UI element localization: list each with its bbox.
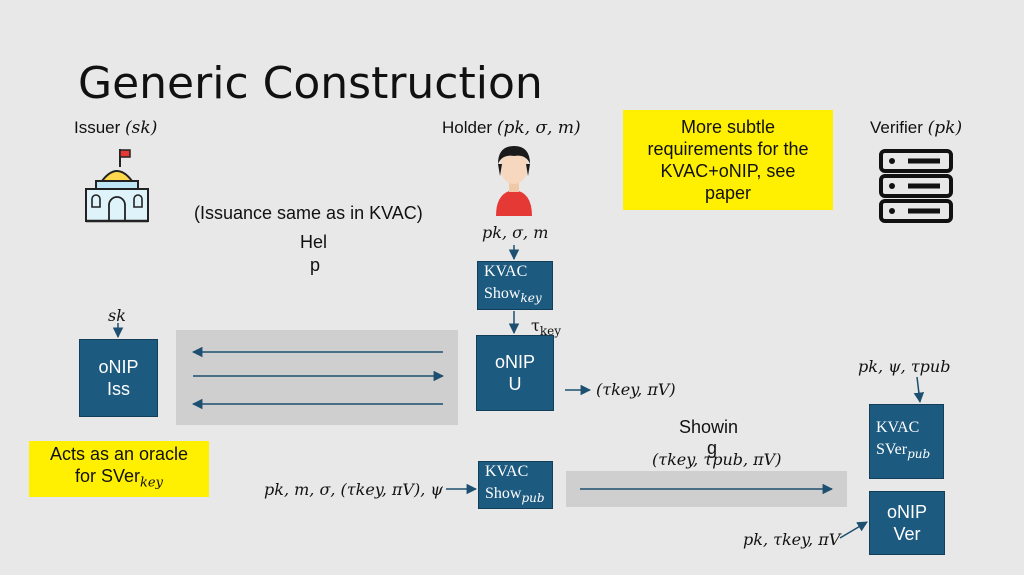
note-line: requirements for the: [647, 139, 809, 159]
note-line: KVAC+oNIP, see: [660, 161, 796, 181]
verifier-label: Verifier (pk): [870, 118, 962, 138]
issuer-arg: (sk): [125, 118, 158, 138]
note-line: More subtle: [680, 117, 776, 137]
kvac-sver-pub-box: KVAC SVerpub: [869, 404, 944, 479]
issuance-channel-band: [176, 330, 458, 425]
show-pub-input-label: pk, m, σ, (τkey, πV), ψ: [264, 480, 443, 499]
holder-label: Holder (pk, σ, m): [442, 118, 581, 138]
showing-text: Showin g: [679, 417, 739, 458]
onip-iss-box: oNIP Iss: [79, 339, 158, 417]
server-rack-icon: [879, 149, 953, 223]
verifier-arg: (pk): [927, 118, 963, 138]
note-line: paper: [704, 183, 752, 203]
oracle-line-2: for SVerkey: [75, 466, 163, 491]
arrow-verifier-input: [913, 376, 925, 404]
tau-key-label: τkey: [531, 316, 562, 339]
holder-name: Holder: [442, 118, 493, 137]
issuer-name: Issuer: [74, 118, 121, 137]
issuance-note: (Issuance same as in KVAC): [194, 203, 423, 223]
oracle-note: Acts as an oracle for SVerkey: [29, 441, 209, 497]
slide-title: Generic Construction: [78, 58, 543, 109]
government-building-icon: [85, 149, 149, 223]
verifier-input-label: pk, ψ, τpub: [858, 357, 951, 376]
help-text: Hel p: [300, 232, 328, 275]
oracle-line-1: Acts as an oracle: [49, 444, 189, 465]
subtle-requirements-note: More subtle requirements for the KVAC+oN…: [623, 110, 833, 210]
holder-arg: (pk, σ, m): [496, 118, 581, 138]
holder-input-label: pk, σ, m: [482, 223, 549, 242]
u-output-label: (τkey, πV): [596, 380, 676, 399]
arrow-ver-input: [839, 521, 868, 539]
onip-ver-box: oNIP Ver: [869, 491, 945, 555]
issuer-sk-label: sk: [108, 306, 126, 325]
showing-payload-label: (τkey, τpub, πV): [652, 450, 782, 469]
kvac-show-key-box: KVAC Showkey: [477, 261, 553, 310]
person-avatar-icon: [496, 146, 532, 216]
issuer-label: Issuer (sk): [74, 118, 157, 138]
onip-u-box: oNIP U: [476, 335, 554, 411]
verifier-name: Verifier: [870, 118, 923, 137]
ver-input-label: pk, τkey, πV: [743, 530, 841, 549]
kvac-show-pub-box: KVAC Showpub: [478, 461, 553, 509]
